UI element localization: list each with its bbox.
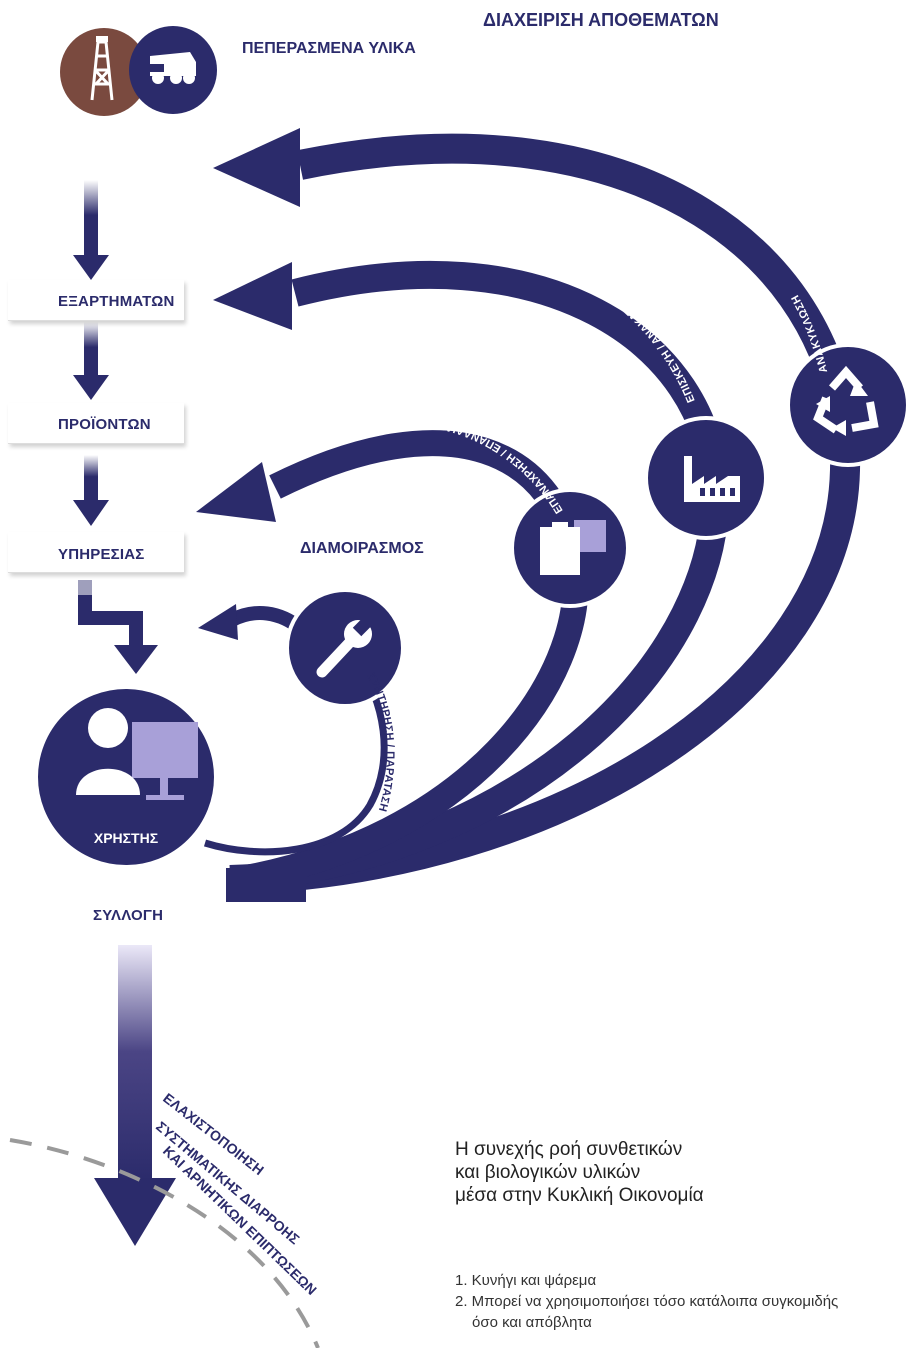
components-label: ΕΞΑΡΤΗΜΑΤΩΝ [58,293,175,310]
footnote-2b: όσο και απόβλητα [472,1314,592,1331]
services-box [8,532,184,573]
sharing-label: ΔΙΑΜΟΙΡΑΣΜΟΣ [300,540,424,557]
maintain-loop [203,657,388,856]
products-label: ΠΡΟΪΟΝΤΩΝ [58,416,151,433]
flow-arrow-4 [78,575,158,674]
flow-arrow-3 [73,455,109,526]
footnote-1: 1. Κυνήγι και ψάρεμα [455,1272,597,1289]
summary-line2: και βιολογικών υλικών [455,1162,641,1183]
collection-bar [226,868,306,902]
raw-materials-label: ΠΕΠΕΡΑΣΜΕΝΑ ΥΛΙΚΑ [242,40,416,57]
dashed-boundary [9,1138,320,1348]
flow-arrow-1 [73,180,109,280]
factory-icon [644,416,768,540]
collection-label: ΣΥΛΛΟΓΗ [93,907,164,924]
oil-rig-icon [60,28,148,116]
components-box [8,280,184,321]
summary-text: Η συνεχής ροή συνθετικών και βιολογικών … [455,1138,704,1207]
package-icon [510,488,630,608]
page-title: ΔΙΑΧΕΙΡΙΣΗ ΑΠΟΘΕΜΑΤΩΝ [483,10,719,30]
summary-line1: Η συνεχής ροή συνθετικών [455,1139,683,1160]
services-label: ΥΠΗΡΕΣΙΑΣ [58,546,145,563]
footnote-2: 2. Μπορεί να χρησιμοποιήσει τόσο κατάλοι… [455,1293,839,1310]
user-at-computer-icon [34,685,218,869]
leakage-arrow [94,945,176,1246]
leakage-text: ΕΛΑΧΙΣΤΟΠΟΙΗΣΗ ΣΥΣΤΗΜΑΤΙΚΗΣ ΔΙΑΡΡΟΗΣ ΚΑΙ… [153,1090,320,1298]
wrench-icon [285,588,405,708]
user-label: ΧΡΗΣΤΗΣ [94,830,158,846]
flow-arrow-2 [73,322,109,400]
dump-truck-icon [129,26,217,114]
recycling-loop [213,128,861,895]
sharing-arrow [198,604,305,640]
products-box [8,403,184,444]
leakage-line3: ΚΑΙ ΑΡΝΗΤΙΚΩΝ ΕΠΙΠΤΩΣΕΩΝ [160,1143,320,1298]
summary-line3: μέσα στην Κυκλική Οικονομία [455,1185,704,1206]
recycle-icon [786,343,909,467]
